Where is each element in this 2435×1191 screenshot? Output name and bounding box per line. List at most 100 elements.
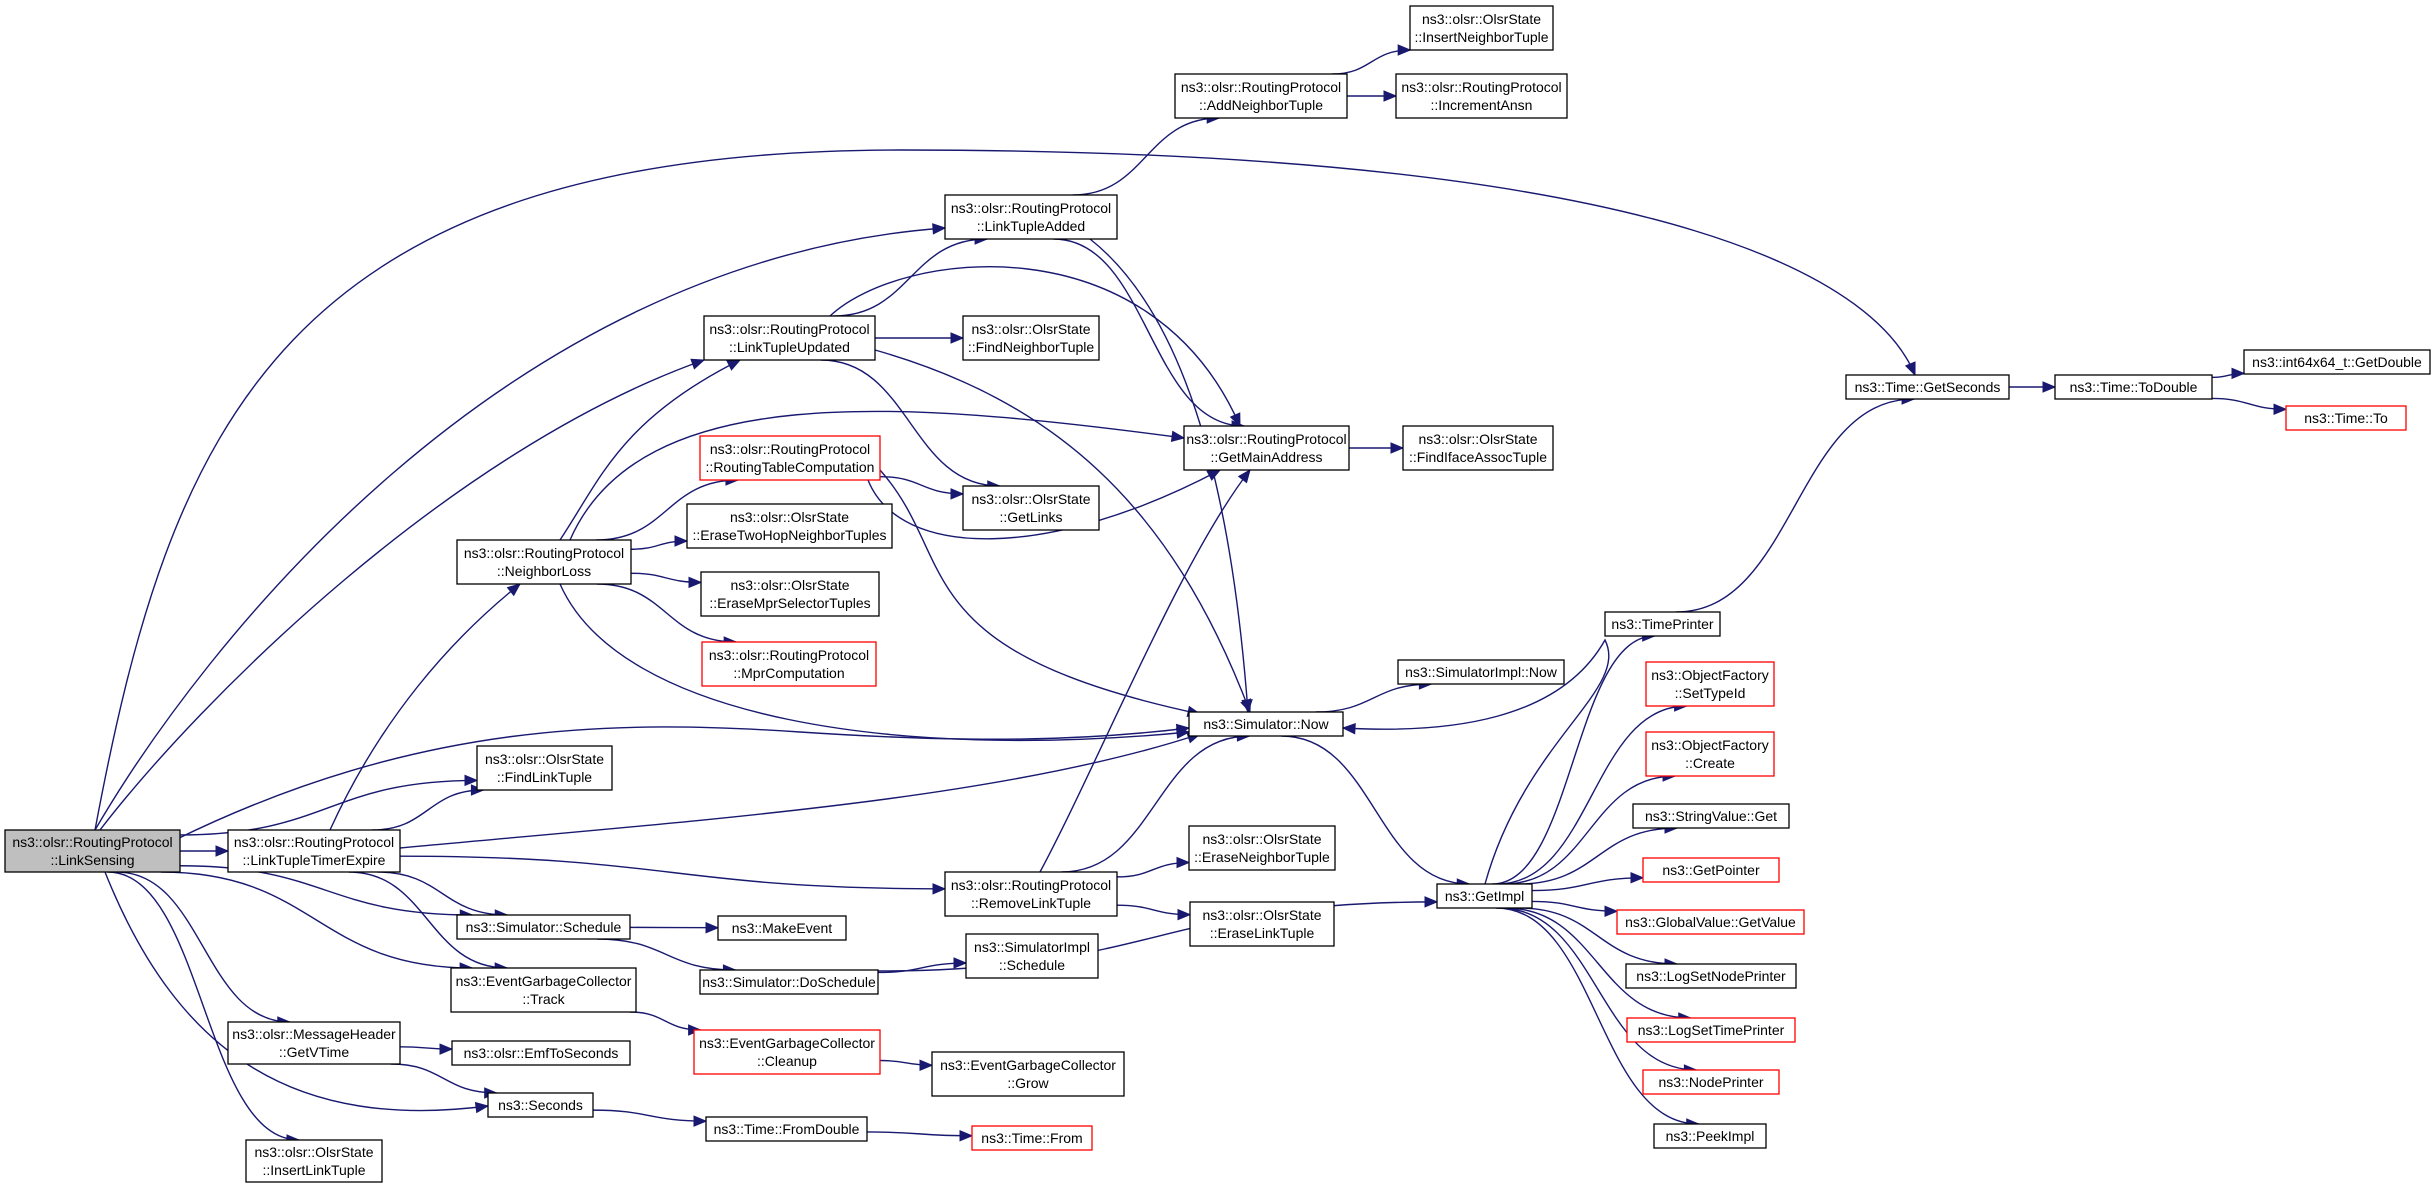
node-schedule[interactable]: ns3::Simulator::Schedule [456, 914, 631, 940]
node-label-line: ns3::olsr::RoutingProtocol [464, 545, 624, 561]
node-getmainaddress[interactable]: ns3::olsr::RoutingProtocol::GetMainAddre… [1183, 425, 1350, 471]
edge-neighborloss-to-simulatornow [559, 583, 1191, 742]
node-simimplnow[interactable]: ns3::SimulatorImpl::Now [1397, 659, 1565, 685]
node-simulatornow[interactable]: ns3::Simulator::Now [1188, 711, 1344, 737]
node-box [1645, 661, 1775, 707]
edge-linksensing-to-linktupleupdated [99, 358, 706, 831]
node-settypeid[interactable]: ns3::ObjectFactory::SetTypeId [1645, 661, 1775, 707]
node-timeto[interactable]: ns3::Time::To [2285, 405, 2407, 431]
node-seconds[interactable]: ns3::Seconds [487, 1092, 594, 1118]
node-timefrom[interactable]: ns3::Time::From [971, 1125, 1093, 1151]
node-label-line: ns3::olsr::OlsrState [1202, 831, 1321, 847]
node-eraselinktuple[interactable]: ns3::olsr::OlsrState::EraseLinkTuple [1189, 901, 1335, 947]
node-label-line: ::EraseTwoHopNeighborTuples [692, 527, 886, 543]
edge-arrowhead [919, 1059, 934, 1071]
node-nodeprinter[interactable]: ns3::NodePrinter [1642, 1069, 1780, 1095]
node-label-line: ns3::olsr::EmfToSeconds [464, 1045, 619, 1061]
node-label-line: ns3::LogSetTimePrinter [1638, 1022, 1785, 1038]
edge-line [1039, 469, 1251, 873]
node-erasemprselector[interactable]: ns3::olsr::OlsrState::EraseMprSelectorTu… [700, 571, 880, 617]
edge-neighborloss-to-erasetwohop [630, 535, 689, 550]
node-insertlinktuple[interactable]: ns3::olsr::OlsrState::InsertLinkTuple [245, 1139, 383, 1183]
node-erasetwohop[interactable]: ns3::olsr::OlsrState::EraseTwoHopNeighbo… [686, 503, 893, 549]
edge-doschedule-to-simimplschedule [877, 957, 968, 974]
edge-line [104, 871, 489, 1112]
node-int64getdouble[interactable]: ns3::int64x64_t::GetDouble [2243, 349, 2431, 375]
node-findifaceassoc[interactable]: ns3::olsr::OlsrState::FindIfaceAssocTupl… [1402, 425, 1554, 471]
node-emftoseconds[interactable]: ns3::olsr::EmfToSeconds [451, 1040, 631, 1066]
node-timeprinter[interactable]: ns3::TimePrinter [1604, 611, 1721, 637]
node-box [700, 571, 880, 617]
edge-getimpl-to-globalvalueget [1531, 900, 1619, 917]
node-box [1632, 803, 1790, 829]
node-makeevent[interactable]: ns3::MakeEvent [717, 915, 847, 941]
node-egcgrow[interactable]: ns3::EventGarbageCollector::Grow [931, 1051, 1125, 1097]
node-ofcreate[interactable]: ns3::ObjectFactory::Create [1645, 731, 1775, 777]
node-box [476, 745, 613, 791]
node-box [1604, 611, 1721, 637]
edge-linksensing-to-getseconds [94, 149, 1916, 831]
edge-line [107, 871, 299, 1141]
node-logsettimeprinter[interactable]: ns3::LogSetTimePrinter [1626, 1017, 1796, 1043]
node-label-line: ::LinkSensing [50, 852, 134, 868]
edge-arrowhead [705, 921, 720, 934]
node-egccleanup[interactable]: ns3::EventGarbageCollector::Cleanup [693, 1029, 881, 1075]
edge-line [1281, 735, 1470, 885]
node-simimplschedule[interactable]: ns3::SimulatorImpl::Schedule [965, 933, 1099, 979]
node-incrementansn[interactable]: ns3::olsr::RoutingProtocol::IncrementAns… [1395, 73, 1568, 119]
edge-line [1504, 907, 1691, 1019]
node-linktupleadded[interactable]: ns3::olsr::RoutingProtocol::LinkTupleAdd… [944, 194, 1118, 240]
node-logsetnodeprinter[interactable]: ns3::LogSetNodePrinter [1625, 963, 1797, 989]
node-box [1395, 73, 1568, 119]
node-box [227, 1021, 401, 1065]
node-egctrack[interactable]: ns3::EventGarbageCollector::Track [450, 967, 637, 1013]
node-box [717, 915, 847, 941]
node-box [1625, 963, 1797, 989]
node-eraseneighbortuple[interactable]: ns3::olsr::OlsrState::EraseNeighborTuple [1188, 825, 1336, 871]
node-findlinktuple[interactable]: ns3::olsr::OlsrState::FindLinkTuple [476, 745, 613, 791]
node-getimpl[interactable]: ns3::GetImpl [1436, 883, 1533, 909]
node-label-line: ns3::EventGarbageCollector [699, 1035, 875, 1051]
node-getvtime[interactable]: ns3::olsr::MessageHeader::GetVTime [227, 1021, 401, 1065]
node-box [693, 1029, 881, 1075]
node-todouble[interactable]: ns3::Time::ToDouble [2054, 374, 2213, 400]
node-linksensing[interactable]: ns3::olsr::RoutingProtocol::LinkSensing [4, 829, 181, 873]
node-box [944, 871, 1118, 917]
edge-arrowhead [1237, 468, 1251, 484]
edge-linksensing-to-schedule [179, 865, 474, 921]
node-box [1845, 374, 2010, 400]
node-box [2243, 349, 2431, 375]
node-neighborloss[interactable]: ns3::olsr::RoutingProtocol::NeighborLoss [456, 539, 632, 585]
node-stringvalueget[interactable]: ns3::StringValue::Get [1632, 803, 1790, 829]
edge-line [1061, 735, 1250, 873]
node-box [1645, 731, 1775, 777]
node-doschedule[interactable]: ns3::Simulator::DoSchedule [699, 969, 879, 995]
node-mprcomputation[interactable]: ns3::olsr::RoutingProtocol::MprComputati… [701, 641, 877, 687]
node-fromdouble[interactable]: ns3::Time::FromDouble [705, 1116, 868, 1142]
node-label-line: ns3::TimePrinter [1611, 616, 1714, 632]
node-routingtablecomputation[interactable]: ns3::olsr::RoutingProtocol::RoutingTable… [699, 435, 881, 481]
node-addneighbortuple[interactable]: ns3::olsr::RoutingProtocol::AddNeighborT… [1174, 73, 1348, 119]
node-peekimpl[interactable]: ns3::PeekImpl [1653, 1123, 1767, 1149]
node-label-line: ::SetTypeId [1675, 685, 1746, 701]
node-box [701, 641, 877, 687]
node-box [4, 829, 181, 873]
node-linktupletimerexpire[interactable]: ns3::olsr::RoutingProtocol::LinkTupleTim… [227, 829, 401, 873]
node-insertneighbortuple[interactable]: ns3::olsr::OlsrState::InsertNeighborTupl… [1409, 5, 1554, 51]
node-linktupleupdated[interactable]: ns3::olsr::RoutingProtocol::LinkTupleUpd… [703, 315, 876, 361]
edge-arrowhead [1630, 872, 1645, 884]
edge-arrowhead [1241, 699, 1253, 714]
edge-getseconds-to-todouble [2008, 381, 2057, 393]
edge-timeprinter-to-getseconds [1675, 393, 1916, 613]
node-findneighbortuple[interactable]: ns3::olsr::OlsrState::FindNeighborTuple [962, 315, 1100, 361]
node-label-line: ::InsertLinkTuple [263, 1162, 366, 1178]
edge-line [94, 149, 1916, 831]
node-globalvalueget[interactable]: ns3::GlobalValue::GetValue [1616, 909, 1805, 935]
node-getlinks[interactable]: ns3::olsr::OlsrState::GetLinks [962, 485, 1100, 531]
node-label-line: ::Create [1685, 755, 1735, 771]
node-getseconds[interactable]: ns3::Time::GetSeconds [1845, 374, 2010, 400]
edge-line [879, 469, 1201, 715]
node-removelinktuple[interactable]: ns3::olsr::RoutingProtocol::RemoveLinkTu… [944, 871, 1118, 917]
node-getpointer[interactable]: ns3::GetPointer [1642, 857, 1780, 883]
edge-arrowhead [950, 332, 965, 344]
